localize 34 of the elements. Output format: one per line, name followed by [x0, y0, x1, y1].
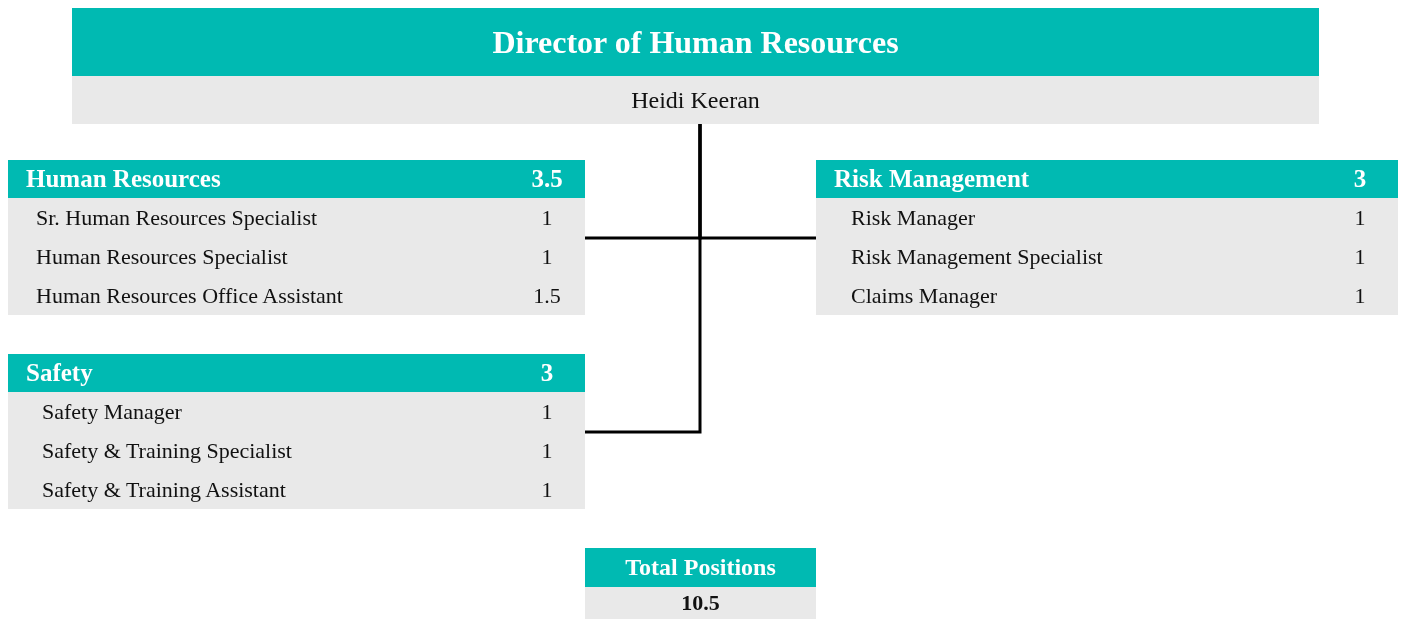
- subtitle-text: 10.5: [681, 590, 720, 616]
- connector-line: [585, 124, 702, 434]
- department-name: Human Resources: [26, 165, 221, 193]
- position-count: 1: [540, 204, 554, 231]
- subtitle-text: Heidi Keeran: [631, 86, 760, 114]
- title-text: Total Positions: [625, 554, 776, 581]
- department-table: [8, 160, 585, 315]
- position-title: Risk Manager: [851, 204, 976, 231]
- position-count: 1: [540, 476, 554, 503]
- position-count: 1: [540, 437, 554, 464]
- position-title: Risk Management Specialist: [851, 243, 1103, 270]
- position-count: 3.5: [530, 165, 564, 193]
- position-title: Safety & Training Assistant: [42, 476, 286, 503]
- position-title: Human Resources Office Assistant: [36, 282, 343, 309]
- position-count: 1: [540, 243, 554, 270]
- position-count: 1: [540, 398, 554, 425]
- position-title: Claims Manager: [851, 282, 998, 309]
- department-name: Safety: [26, 359, 93, 387]
- position-count: 3: [539, 359, 555, 387]
- position-count: 1: [1353, 204, 1367, 231]
- position-title: Human Resources Specialist: [36, 243, 288, 270]
- position-title: Safety & Training Specialist: [42, 437, 292, 464]
- position-title: Sr. Human Resources Specialist: [36, 204, 318, 231]
- department-table: [8, 354, 585, 509]
- department-table: [816, 160, 1398, 315]
- title-box: [72, 8, 1319, 124]
- position-title: Safety Manager: [42, 398, 182, 425]
- position-count: 1: [1353, 282, 1367, 309]
- title-box: [585, 548, 816, 619]
- position-count: 1.5: [532, 282, 562, 309]
- title-text: Director of Human Resources: [492, 23, 899, 61]
- position-count: 1: [1353, 243, 1367, 270]
- position-count: 3: [1352, 165, 1368, 193]
- department-name: Risk Management: [834, 165, 1030, 193]
